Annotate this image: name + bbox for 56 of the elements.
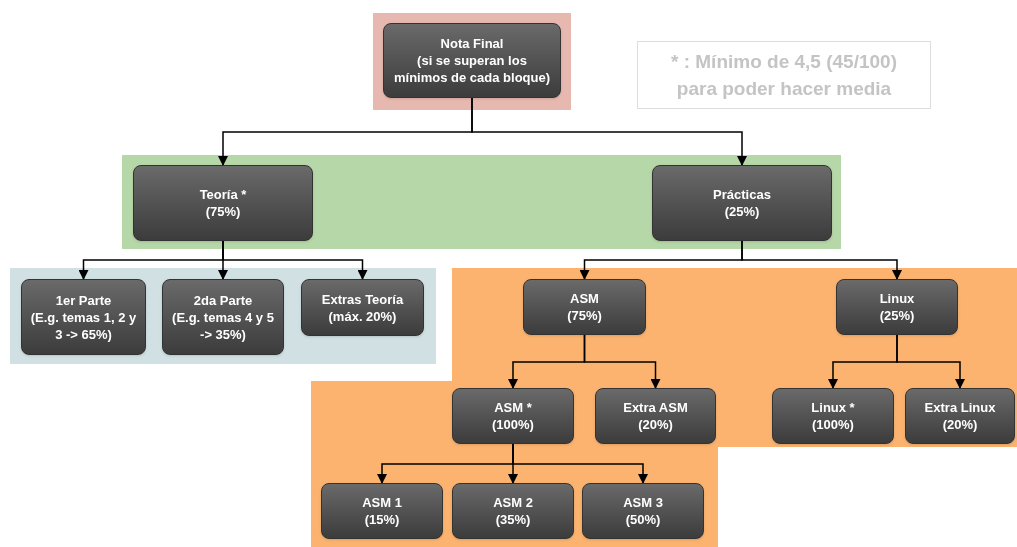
process-box — [21, 279, 146, 355]
node-title: Linux * — [811, 399, 855, 416]
process-box — [836, 279, 958, 335]
node-title: ASM — [570, 290, 599, 307]
node-title: Linux — [879, 290, 915, 307]
node-subtitle: (75%) — [567, 307, 602, 324]
process-box — [452, 483, 574, 539]
process-box — [772, 388, 894, 444]
node-title: Teoría * — [199, 186, 247, 203]
node-title: ASM 2 — [493, 494, 533, 511]
process-box — [652, 165, 832, 241]
process-box — [595, 388, 716, 444]
process-box — [321, 483, 443, 539]
node-subtitle: (E.g. temas 4 y 5 -> 35%) — [171, 308, 275, 343]
note-text: * : Mínimo de 4,5 (45/100) para poder hacer media — [670, 50, 898, 101]
node-subtitle: (máx. 20%) — [328, 307, 397, 325]
connector-arrow — [512, 443, 648, 484]
connector-arrow — [741, 240, 902, 280]
node-subtitle: (25%) — [724, 203, 760, 220]
node-title: ASM * — [494, 399, 532, 416]
node-subtitle: (100%) — [492, 416, 534, 433]
connector-arrow — [471, 97, 747, 166]
node-title: Extra Linux — [924, 399, 996, 416]
process-box — [523, 279, 646, 335]
node-subtitle: (E.g. temas 1, 2 y 3 -> 65%) — [29, 308, 138, 343]
node-subtitle: (15%) — [364, 511, 400, 528]
process-box — [301, 279, 424, 336]
background-band — [122, 155, 841, 249]
node-subtitle: (si se superan los mínimos de cada bloque) — [393, 52, 551, 86]
node-title: Extras Teoría — [321, 290, 404, 308]
connector-arrow — [583, 334, 661, 389]
node-title: ASM 1 — [362, 494, 402, 511]
process-box — [162, 279, 284, 355]
background-band — [373, 13, 571, 110]
node-subtitle: (50%) — [625, 511, 661, 528]
connector-arrow — [896, 334, 965, 389]
node-subtitle: (20%) — [638, 416, 673, 433]
node-title: 1er Parte — [55, 291, 112, 309]
process-box — [452, 388, 574, 444]
node-title: ASM 3 — [623, 494, 663, 511]
node-subtitle: (20%) — [942, 416, 978, 433]
node-title: Prácticas — [713, 186, 771, 203]
node-subtitle: (75%) — [205, 203, 241, 220]
process-box — [582, 483, 704, 539]
node-subtitle: (35%) — [495, 511, 531, 528]
background-band — [10, 268, 436, 364]
node-subtitle: (25%) — [879, 307, 915, 324]
node-title: 2da Parte — [193, 291, 253, 309]
node-subtitle: (100%) — [812, 416, 854, 433]
process-box — [905, 388, 1015, 444]
process-box — [383, 23, 561, 98]
process-box — [133, 165, 313, 241]
connector-arrow — [222, 240, 368, 280]
node-title: Extra ASM — [623, 399, 688, 416]
note-box — [637, 41, 931, 109]
node-title: Nota Final — [440, 35, 504, 52]
